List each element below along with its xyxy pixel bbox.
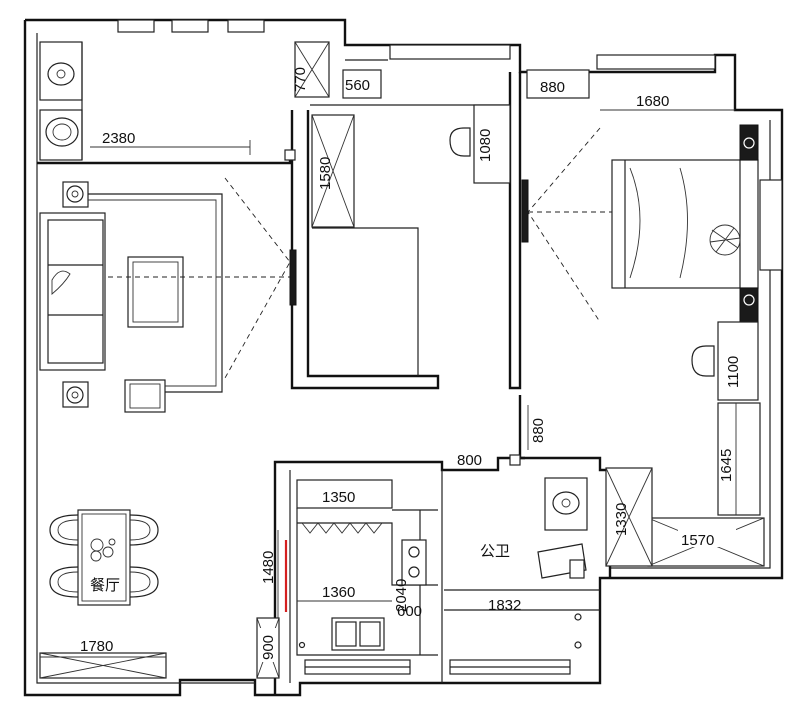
- walls: [23, 18, 784, 697]
- center-room: 560 1580 1080: [310, 69, 511, 376]
- dim-1330: 1330: [613, 503, 630, 536]
- armchair: [124, 379, 166, 413]
- washbasin: [39, 41, 83, 101]
- dim-880-mid: 880: [530, 418, 547, 443]
- dim-1680: 1680: [636, 93, 669, 110]
- dim-1832: 1832: [488, 597, 521, 614]
- sofa: [39, 212, 106, 371]
- tv-bedroom: [521, 179, 529, 243]
- hallway: 880 800: [457, 405, 547, 469]
- dim-560: 560: [345, 77, 370, 94]
- plant-icon: [709, 224, 741, 256]
- bedroom-desk: [717, 321, 759, 401]
- tv: [289, 249, 297, 306]
- flower-icon: [90, 538, 116, 562]
- kitchen-sink: [331, 617, 385, 651]
- dim-900: 900: [260, 635, 277, 660]
- dim-2380: 2380: [102, 130, 135, 147]
- dim-1580: 1580: [317, 157, 334, 190]
- cabinet-560: [342, 69, 382, 99]
- bedroom-chair: [691, 345, 715, 377]
- living-room: [39, 177, 297, 413]
- dim-1350: 1350: [322, 489, 355, 506]
- desk-chair: [449, 127, 471, 157]
- dining-chair-3: [129, 514, 159, 546]
- room-label-bathroom: 公卫: [480, 542, 510, 560]
- cabinet-880: [526, 69, 590, 99]
- nw-bathroom: 770 2380: [39, 41, 330, 161]
- entry-cabinet: 900: [256, 617, 280, 679]
- dining-area: 餐厅 1780: [39, 509, 167, 679]
- dining-chair-2: [49, 566, 79, 598]
- dining-table: [77, 509, 131, 606]
- dining-chair-4: [129, 566, 159, 598]
- room-label-dining: 餐厅: [90, 576, 120, 594]
- dim-800: 800: [457, 452, 482, 469]
- dim-880-top: 880: [540, 79, 565, 96]
- dim-600: 600: [397, 603, 422, 620]
- dim-1100: 1100: [725, 356, 742, 388]
- dim-1080: 1080: [477, 129, 494, 162]
- nightstand-top: [739, 124, 759, 161]
- kitchen-upper-cabinet: [296, 479, 393, 509]
- kitchen: 1350 2040 1360 600 1480: [260, 479, 438, 656]
- bedroom-wardrobe: [717, 402, 761, 516]
- dim-1570: 1570: [681, 532, 714, 549]
- bedroom: 880 1680 1100 1645 1570: [521, 69, 765, 567]
- dim-2040: 2040: [393, 579, 410, 612]
- dim-1360: 1360: [322, 584, 355, 601]
- desk: [473, 104, 511, 184]
- public-bathroom: 公卫 1330 1832: [480, 467, 653, 649]
- dim-770: 770: [292, 67, 309, 92]
- bath-washbasin: [544, 477, 588, 531]
- dim-1645: 1645: [718, 449, 735, 482]
- dining-chair-1: [49, 514, 79, 546]
- coffee-table: [127, 256, 184, 328]
- dim-1780: 1780: [80, 638, 113, 655]
- dim-1480: 1480: [260, 551, 277, 584]
- bed: [611, 159, 759, 289]
